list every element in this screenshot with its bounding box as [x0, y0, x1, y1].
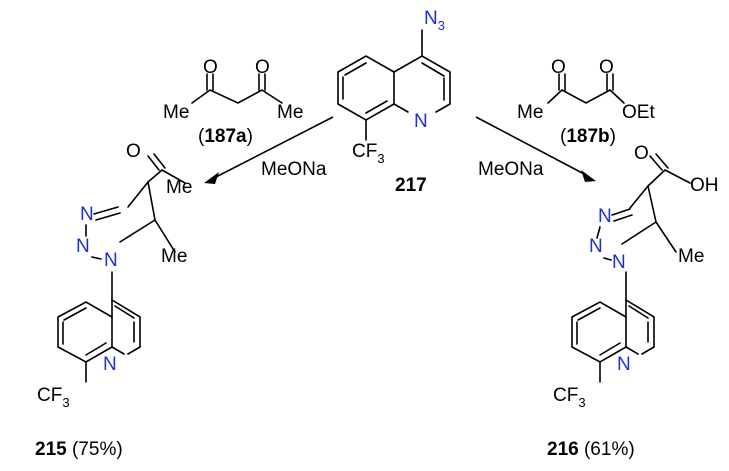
compound-number: 215 [35, 439, 67, 460]
azide-subscript: 3 [438, 18, 445, 33]
cf3-group-label: CF3 [37, 385, 70, 410]
atom-me: Me [161, 246, 187, 267]
cf3-text: CF [37, 385, 62, 406]
product-label-216: 216 (61%) [547, 439, 635, 460]
compound-217: N N3 CF3 217 [337, 8, 451, 196]
compound-216: O OH N N N Me N CF3 216 (61%) [547, 143, 719, 460]
azide-group-label: N3 [424, 8, 445, 33]
cf3-group-label: CF3 [352, 141, 385, 166]
atom-me: Me [163, 102, 189, 123]
atom-o: O [126, 141, 141, 162]
compound-number: 216 [547, 439, 579, 460]
atom-me: Me [166, 177, 192, 198]
triazole-n2-atom: N [76, 236, 90, 257]
atom-oet: OEt [622, 102, 655, 123]
reagent-187a: O O Me Me (187a) [163, 57, 303, 147]
quinoline-nitrogen-atom: N [617, 354, 631, 375]
cf3-text: CF [352, 141, 377, 162]
atom-o: O [551, 57, 566, 78]
atom-o: O [634, 143, 649, 164]
compound-215: O Me N N N Me N CF3 215 (75%) [35, 141, 192, 460]
reagent-label-187a: (187a) [198, 126, 253, 147]
atom-o: O [203, 57, 218, 78]
azide-n: N [424, 8, 438, 29]
cf3-subscript: 3 [377, 151, 384, 166]
atom-oh: OH [690, 175, 719, 196]
atom-o: O [599, 57, 614, 78]
quinoline-nitrogen-atom: N [103, 354, 117, 375]
atom-me: Me [277, 102, 303, 123]
triazole-n3-atom: N [80, 204, 94, 225]
condition-left: MeONa [261, 159, 327, 180]
triazole-n1-atom: N [612, 252, 626, 273]
arrow-right [475, 116, 596, 182]
quinoline-nitrogen-atom: N [414, 111, 428, 132]
arrow-left [204, 116, 334, 184]
atom-me: Me [517, 102, 543, 123]
product-label-215: 215 (75%) [35, 439, 123, 460]
compound-label-217: 217 [395, 175, 427, 196]
cf3-group-label: CF3 [553, 385, 586, 410]
yield: (61%) [584, 439, 635, 460]
triazole-n3-atom: N [598, 206, 612, 227]
condition-right: MeONa [478, 159, 544, 180]
cf3-text: CF [553, 385, 578, 406]
yield: (75%) [72, 439, 123, 460]
reagent-label-187b: (187b) [560, 126, 616, 147]
atom-me: Me [678, 246, 704, 267]
cf3-subscript: 3 [62, 395, 69, 410]
triazole-n1-atom: N [104, 250, 118, 271]
cf3-subscript: 3 [578, 395, 585, 410]
atom-o: O [255, 57, 270, 78]
reagent-187b: O O Me OEt (187b) [517, 57, 655, 147]
triazole-n2-atom: N [589, 236, 603, 257]
